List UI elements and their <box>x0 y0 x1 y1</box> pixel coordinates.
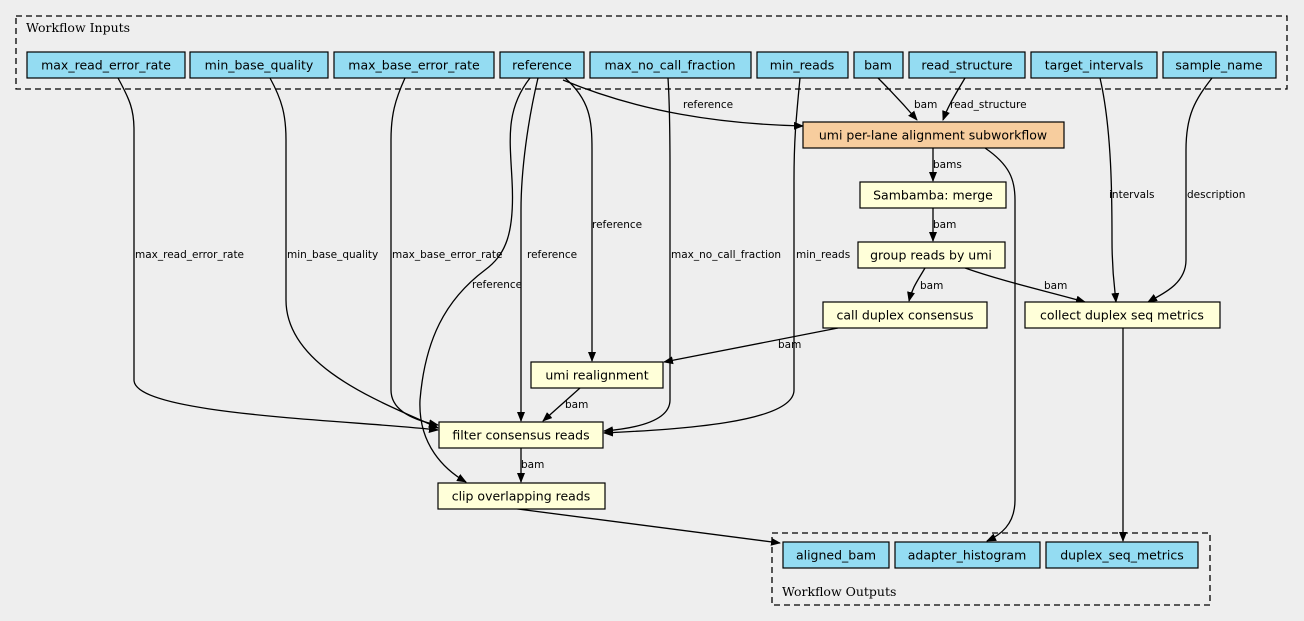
edge-label-read-structure: read_structure <box>950 99 1027 111</box>
workflow-inputs-cluster <box>15 15 1288 90</box>
edge-label-description: description <box>1187 189 1245 201</box>
workflow-outputs-cluster <box>771 532 1211 606</box>
edge-group-to-collect <box>964 267 1086 304</box>
node-read-structure[interactable]: read_structure <box>908 51 1026 79</box>
node-label: sample_name <box>1175 58 1262 73</box>
edge-reference-to-realignment <box>564 77 596 362</box>
edge-label-realign-filter-bam: bam <box>565 399 588 411</box>
node-max-no-call-fraction[interactable]: max_no_call_fraction <box>589 51 752 79</box>
edge-min-base-quality-to-filter <box>269 77 439 429</box>
edge-label-call-realign-bam: bam <box>778 339 801 351</box>
node-umi-subworkflow[interactable]: umi per-lane alignment subworkflow <box>802 121 1065 149</box>
edge-reference-to-subworkflow <box>562 79 804 130</box>
edge-label-bam: bam <box>914 99 937 111</box>
node-max-base-error-rate[interactable]: max_base_error_rate <box>333 51 495 79</box>
node-aligned-bam[interactable]: aligned_bam <box>782 541 890 569</box>
edge-realignment-to-filter <box>542 387 581 422</box>
edge-label-reference: reference <box>683 99 733 111</box>
node-label: call duplex consensus <box>836 308 973 323</box>
edge-labels: reference bam read_structure bams bam ba… <box>135 99 1245 471</box>
step-nodes: umi per-lane alignment subworkflow Samba… <box>437 121 1221 510</box>
node-label: max_no_call_fraction <box>604 58 735 73</box>
edge-label-group-collect-bam: bam <box>1044 280 1067 292</box>
edge-read-structure-to-subworkflow <box>942 77 966 121</box>
node-label: duplex_seq_metrics <box>1060 548 1184 563</box>
edge-subworkflow-to-adapter-histogram <box>984 147 1016 542</box>
node-adapter-histogram[interactable]: adapter_histogram <box>894 541 1041 569</box>
edge-call-to-realignment <box>663 327 839 365</box>
node-label: reference <box>512 58 572 73</box>
edge-label-reference-filter: reference <box>527 249 577 261</box>
node-collect-duplex-seq-metrics[interactable]: collect duplex seq metrics <box>1024 301 1221 329</box>
input-nodes: max_read_error_rate min_base_quality max… <box>26 51 1277 79</box>
node-min-base-quality[interactable]: min_base_quality <box>189 51 329 79</box>
output-nodes: aligned_bam adapter_histogram duplex_seq… <box>782 541 1199 569</box>
edge-label-intervals: intervals <box>1109 189 1155 201</box>
node-target-intervals[interactable]: target_intervals <box>1030 51 1158 79</box>
edge-target-intervals-to-collect <box>1099 77 1120 303</box>
edge-label-merge-bam: bam <box>933 219 956 231</box>
node-label: group reads by umi <box>870 248 992 263</box>
node-label: adapter_histogram <box>908 548 1027 563</box>
node-bam[interactable]: bam <box>853 51 904 79</box>
node-filter-consensus-reads[interactable]: filter consensus reads <box>438 421 604 449</box>
node-label: aligned_bam <box>796 548 876 563</box>
workflow-outputs-title: Workflow Outputs <box>782 584 896 599</box>
node-label: bam <box>864 58 892 73</box>
node-clip-overlapping-reads[interactable]: clip overlapping reads <box>437 482 606 510</box>
node-label: collect duplex seq metrics <box>1040 308 1204 323</box>
edges <box>117 77 1213 546</box>
edge-label-reference-clip: reference <box>472 279 522 291</box>
node-label: target_intervals <box>1045 58 1143 73</box>
node-call-duplex-consensus[interactable]: call duplex consensus <box>822 301 988 329</box>
node-label: max_read_error_rate <box>41 58 171 73</box>
node-reference[interactable]: reference <box>499 51 585 79</box>
edge-label-reference-realign: reference <box>592 219 642 231</box>
edge-label-filter-clip-bam: bam <box>521 459 544 471</box>
node-min-reads[interactable]: min_reads <box>756 51 849 79</box>
node-label: read_structure <box>921 58 1012 73</box>
edge-label-min-base-quality: min_base_quality <box>287 249 378 261</box>
node-sambamba-merge[interactable]: Sambamba: merge <box>859 181 1007 209</box>
edge-label-min-reads: min_reads <box>796 249 850 261</box>
edge-group-to-call <box>907 267 926 302</box>
edge-label-group-call-bam: bam <box>920 280 943 292</box>
node-sample-name[interactable]: sample_name <box>1162 51 1277 79</box>
edge-max-no-call-fraction-to-filter <box>603 77 671 435</box>
node-umi-realignment[interactable]: umi realignment <box>530 361 664 389</box>
edge-label-max-no-call-fraction: max_no_call_fraction <box>671 249 781 261</box>
node-max-read-error-rate[interactable]: max_read_error_rate <box>26 51 186 79</box>
edge-max-read-error-rate-to-filter <box>117 77 439 433</box>
edge-clip-to-aligned-bam <box>509 507 781 546</box>
node-duplex-seq-metrics[interactable]: duplex_seq_metrics <box>1045 541 1199 569</box>
node-group-reads-by-umi[interactable]: group reads by umi <box>857 241 1006 269</box>
node-label: min_base_quality <box>205 58 314 73</box>
workflow-inputs-title: Workflow Inputs <box>26 20 130 35</box>
edge-bam-to-subworkflow <box>877 77 918 121</box>
node-label: min_reads <box>770 58 834 73</box>
node-label: umi per-lane alignment subworkflow <box>819 128 1047 143</box>
node-label: Sambamba: merge <box>873 188 993 203</box>
node-label: umi realignment <box>545 368 648 383</box>
node-label: max_base_error_rate <box>348 58 480 73</box>
edge-sample-name-to-collect <box>1147 77 1213 303</box>
node-label: filter consensus reads <box>452 428 589 443</box>
edge-label-bams: bams <box>933 159 962 171</box>
edge-label-max-read-error-rate: max_read_error_rate <box>135 249 244 261</box>
edge-reference-to-filter <box>517 77 539 422</box>
node-label: clip overlapping reads <box>452 489 591 504</box>
edge-reference-to-clip <box>419 77 531 483</box>
edge-max-base-error-rate-to-filter <box>390 77 439 428</box>
edge-min-reads-to-filter <box>603 77 801 437</box>
edge-label-max-base-error-rate: max_base_error_rate <box>392 249 502 261</box>
